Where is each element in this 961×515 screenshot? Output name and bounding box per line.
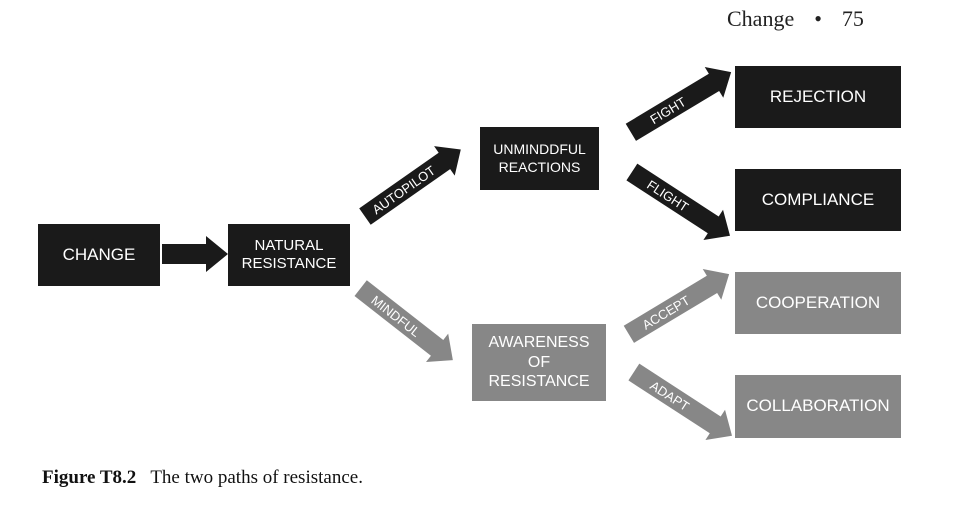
box-natural-resistance-line1: NATURAL — [254, 236, 324, 254]
box-unmindful-reactions-line1: UNMINDDFUL — [493, 141, 586, 158]
arrow-adapt: ADAPT — [628, 363, 732, 440]
box-rejection: REJECTION — [735, 66, 901, 128]
box-unmindful-reactions: UNMINDDFUL REACTIONS — [480, 127, 599, 190]
box-natural-resistance: NATURAL RESISTANCE — [228, 224, 350, 286]
box-awareness-of-resistance: AWARENESS OF RESISTANCE — [472, 324, 606, 401]
arrow-label-autopilot: AUTOPILOT — [369, 163, 438, 217]
arrow-fight: FIGHT — [625, 66, 732, 141]
page-number: 75 — [841, 6, 864, 31]
figure-caption: Figure T8.2 The two paths of resistance. — [42, 467, 363, 489]
box-cooperation: COOPERATION — [735, 272, 901, 334]
box-natural-resistance-line2: RESISTANCE — [241, 255, 337, 272]
arrow-change-to-resistance — [162, 236, 228, 272]
box-compliance: COMPLIANCE — [735, 169, 901, 231]
arrow-accept: ACCEPT — [623, 268, 730, 343]
running-header: Change • 75 — [727, 6, 864, 32]
arrow-label-mindful: MINDFUL — [368, 293, 423, 340]
box-rejection-label: REJECTION — [769, 86, 867, 106]
box-cooperation-label: COOPERATION — [755, 292, 881, 312]
box-awareness-line2: OF — [527, 353, 551, 371]
box-collaboration-label: COLLABORATION — [746, 396, 890, 416]
arrow-mindful: MINDFUL — [354, 280, 453, 363]
figure-caption-label: Figure T8.2 — [42, 467, 137, 488]
arrow-autopilot: AUTOPILOT — [359, 146, 461, 225]
box-unmindful-reactions-line2: REACTIONS — [498, 158, 581, 175]
box-awareness-line1: AWARENESS — [488, 334, 590, 352]
header-section: Change — [727, 6, 795, 31]
header-separator: • — [814, 6, 822, 31]
box-change: CHANGE — [38, 224, 160, 286]
box-awareness-line3: RESISTANCE — [488, 373, 590, 391]
box-collaboration: COLLABORATION — [735, 375, 901, 438]
box-compliance-label: COMPLIANCE — [761, 189, 875, 209]
box-change-label: CHANGE — [62, 244, 136, 264]
arrow-flight: FLIGHT — [626, 163, 730, 240]
figure-caption-text: The two paths of resistance. — [150, 467, 363, 488]
